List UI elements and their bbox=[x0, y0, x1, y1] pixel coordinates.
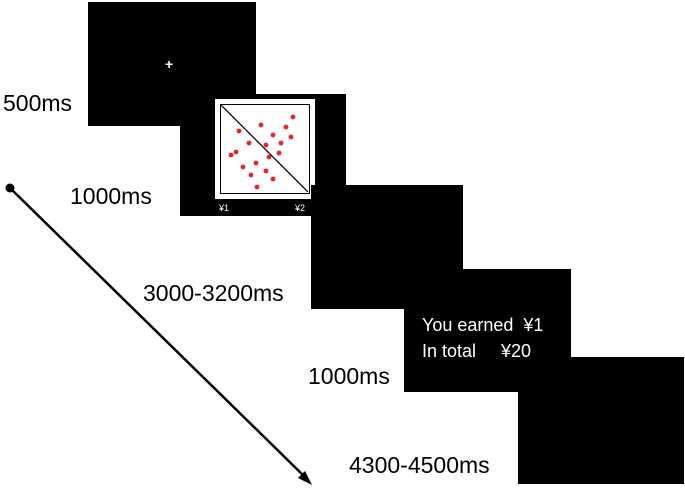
stimulus-dot bbox=[236, 128, 242, 134]
dot-field bbox=[221, 105, 308, 192]
stimulus-dot bbox=[283, 124, 289, 130]
stimulus-dot bbox=[288, 134, 294, 140]
duration-label-fixation: 500ms bbox=[3, 90, 73, 116]
stimulus-dot bbox=[228, 152, 234, 158]
duration-label-iti: 4300-4500ms bbox=[349, 452, 490, 478]
right-option-label: ¥2 bbox=[295, 203, 306, 213]
stimulus-dot bbox=[266, 154, 272, 160]
stimulus-dot bbox=[240, 164, 246, 170]
stimulus-dot bbox=[278, 140, 284, 146]
stimulus-dot bbox=[258, 122, 264, 128]
left-option-label: ¥1 bbox=[219, 203, 230, 213]
duration-label-stimulus: 1000ms bbox=[70, 183, 152, 209]
stimulus-dot bbox=[254, 184, 260, 190]
stimulus-dot bbox=[233, 149, 239, 155]
stimulus-dot bbox=[276, 150, 282, 156]
stimulus-dot bbox=[263, 168, 269, 174]
time-arrow-head bbox=[298, 471, 312, 485]
stimulus-dot bbox=[270, 132, 276, 138]
duration-label-feedback: 1000ms bbox=[308, 363, 390, 389]
feedback-line-total: In total ¥20 bbox=[422, 341, 532, 361]
stimulus-dot bbox=[246, 140, 252, 146]
stimulus-dot bbox=[270, 176, 276, 182]
stimulus-dot bbox=[248, 172, 254, 178]
stimulus-dot bbox=[263, 142, 269, 148]
stimulus-frame bbox=[220, 104, 310, 194]
stimulus-dots bbox=[228, 114, 296, 190]
time-arrow-line bbox=[9, 187, 307, 479]
fixation-cross: + bbox=[165, 56, 174, 72]
duration-label-delay: 3000-3200ms bbox=[143, 280, 284, 306]
screen-iti bbox=[518, 357, 684, 484]
stimulus-panel bbox=[215, 99, 315, 199]
feedback-line-earned: You earned ¥1 bbox=[422, 315, 544, 335]
stimulus-diagonal bbox=[221, 105, 308, 192]
stimulus-dot bbox=[253, 160, 259, 166]
stimulus-dot bbox=[290, 114, 296, 120]
